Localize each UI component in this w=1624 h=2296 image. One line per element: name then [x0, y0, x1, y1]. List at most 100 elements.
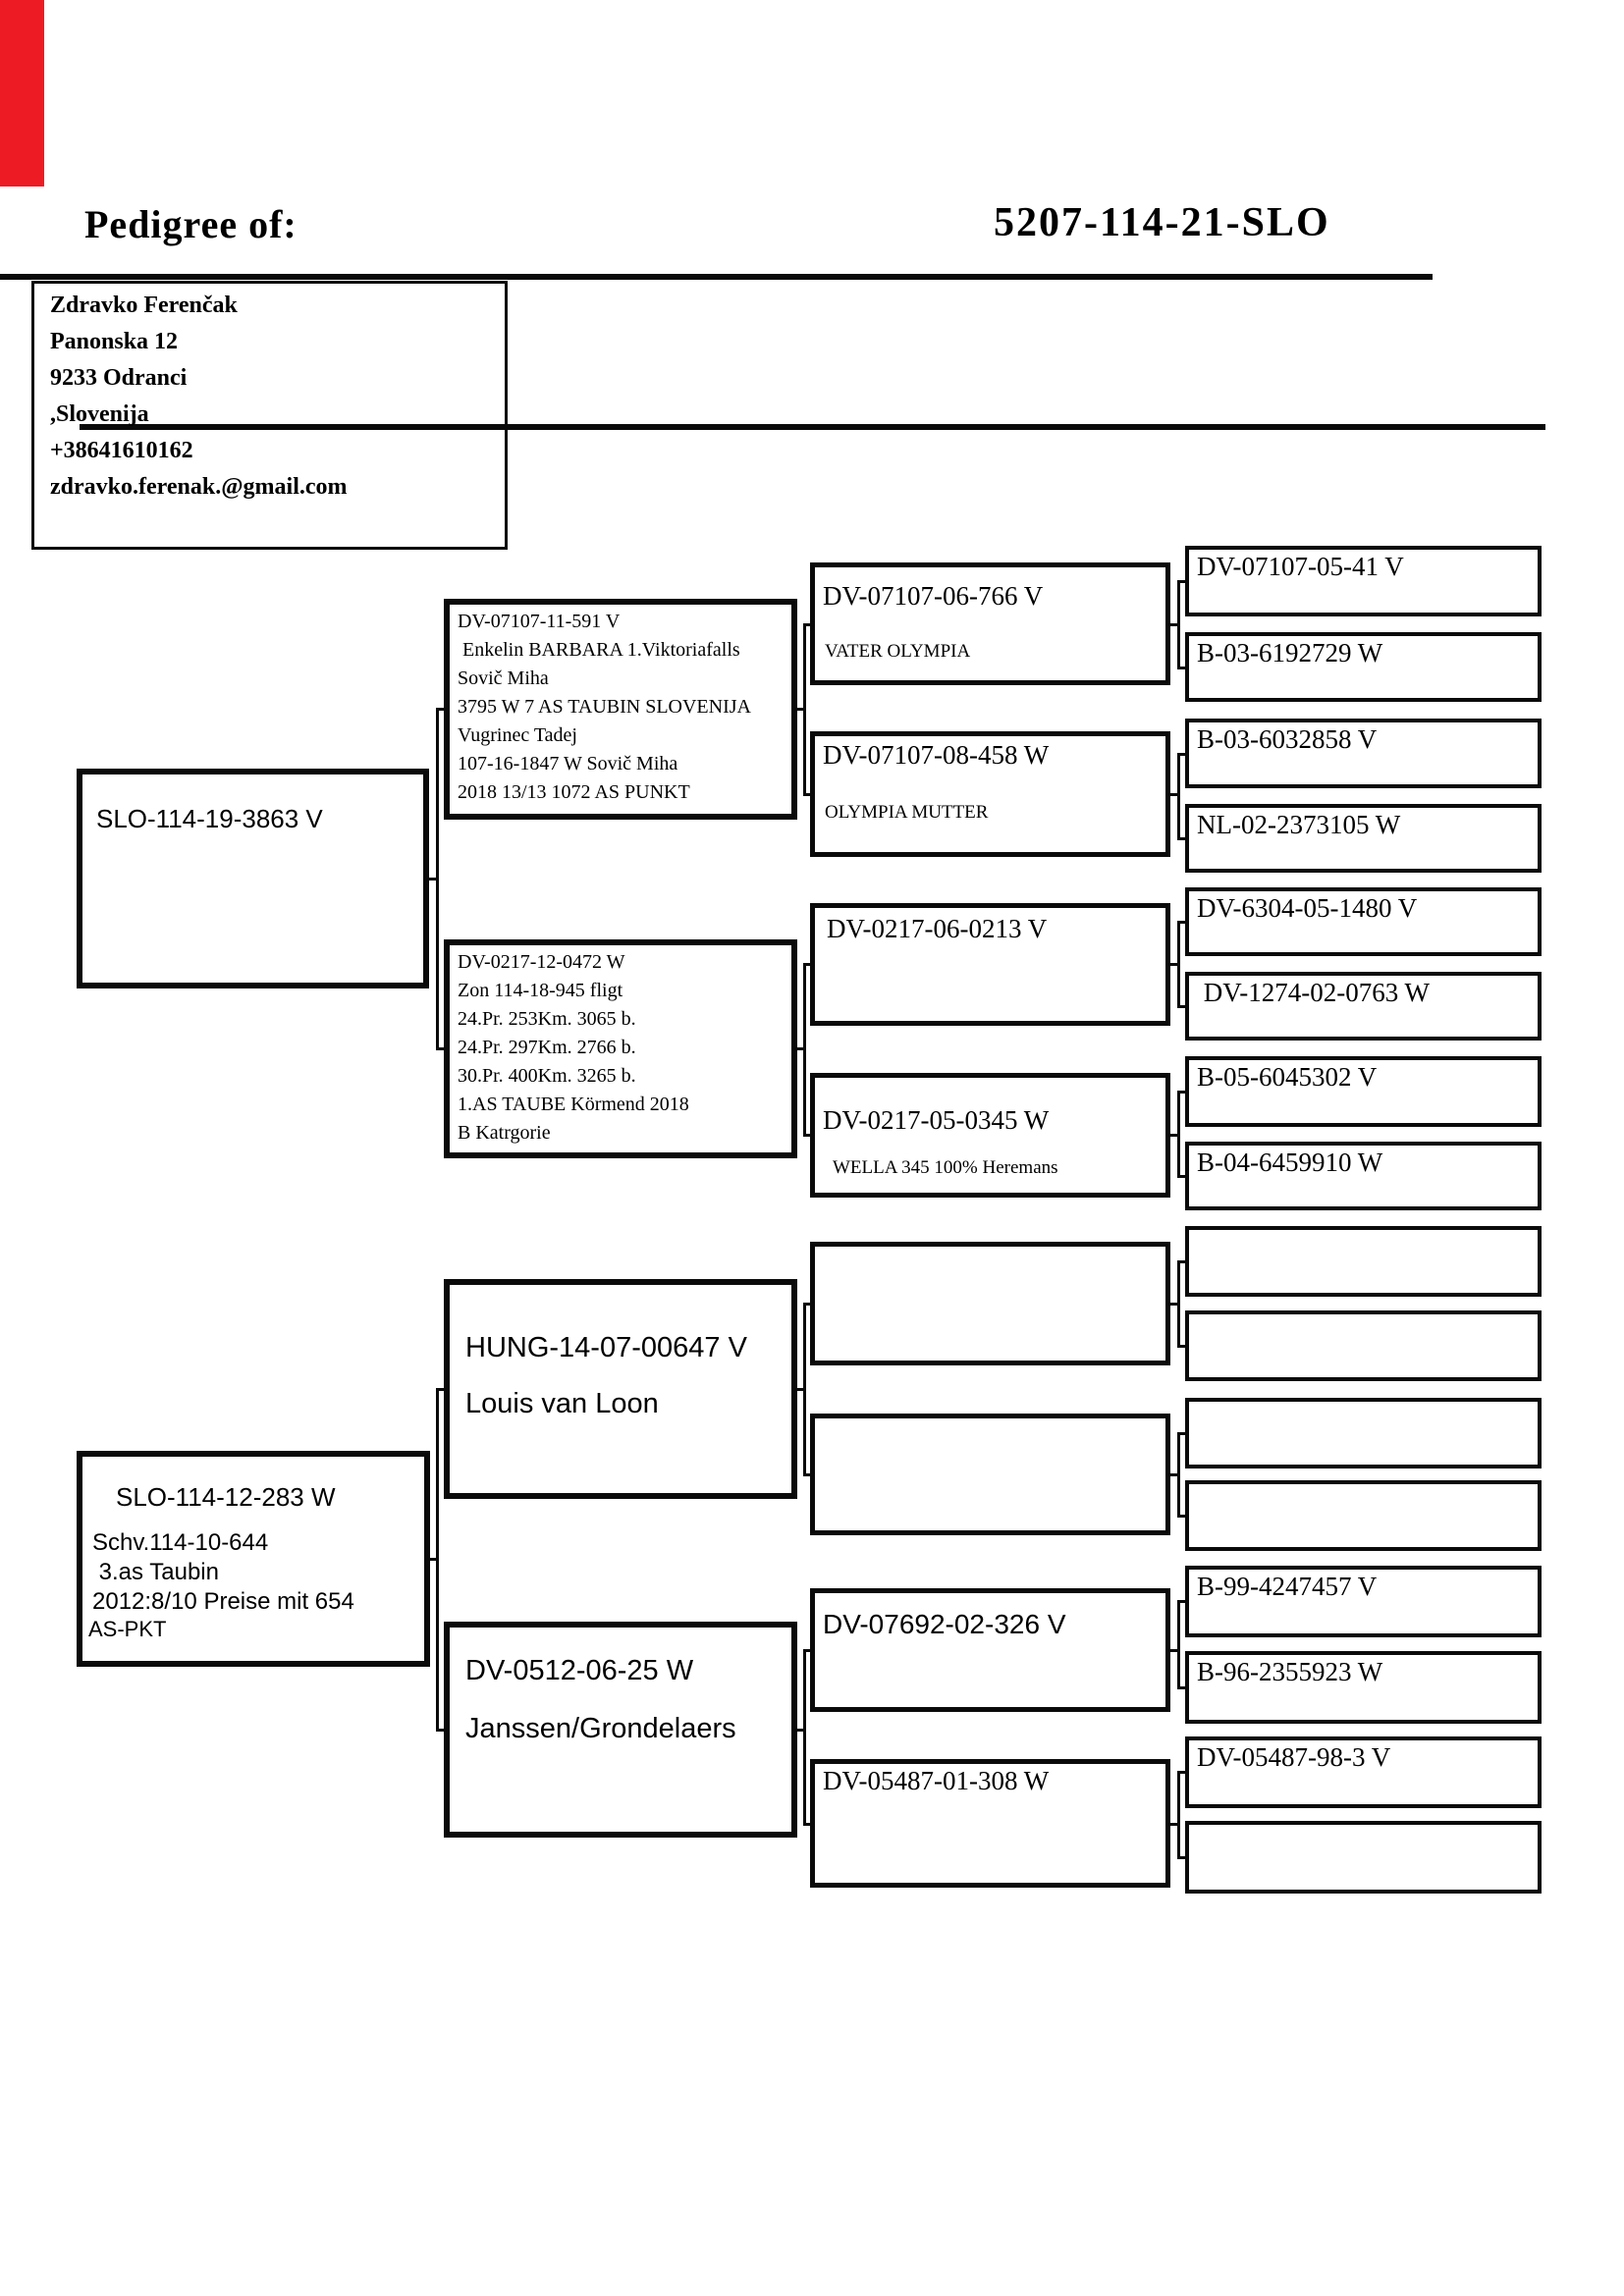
owner-street: Panonska 12	[50, 329, 179, 354]
pedigree-box-dv-07107-06-766: DV-07107-06-766 V VATER OLYMPIA	[810, 562, 1170, 685]
pedigree-box-dv-0217-06-0213: DV-0217-06-0213 V	[810, 903, 1170, 1026]
connector-line	[1170, 793, 1180, 796]
connector-line	[803, 1303, 810, 1306]
pedigree-box-dv-05487-98-3: DV-05487-98-3 V	[1185, 1736, 1542, 1808]
ring-label: B-99-4247457 V	[1197, 1572, 1378, 1601]
connector-line	[1170, 1303, 1180, 1306]
connector-line	[1177, 1771, 1180, 1859]
box-line: Louis van Loon	[465, 1388, 659, 1419]
connector-line	[1177, 1600, 1185, 1603]
connector-line	[803, 1649, 810, 1652]
pedigree-box-dv-0217-05-0345: DV-0217-05-0345 W WELLA 345 100% Hereman…	[810, 1073, 1170, 1198]
ring-label: DV-07107-05-41 V	[1197, 552, 1404, 581]
ring-label: SLO-114-12-283 W	[116, 1482, 336, 1512]
ring-label: NL-02-2373105 W	[1197, 810, 1401, 839]
connector-line	[1170, 1134, 1180, 1137]
subject-ring-number: 5207-114-21-SLO	[994, 200, 1330, 245]
box-line: 2012:8/10 Preise mit 654	[92, 1588, 354, 1615]
box-line: Sovič Miha	[458, 667, 549, 689]
pedigree-box-hung-14-07-00647: HUNG-14-07-00647 V Louis van Loon	[444, 1279, 797, 1499]
connector-line	[1177, 1345, 1185, 1348]
box-line: 107-16-1847 W Sovič Miha	[458, 753, 678, 774]
pedigree-box-dv-07107-08-458: DV-07107-08-458 W OLYMPIA MUTTER	[810, 731, 1170, 857]
box-line: Schv.114-10-644	[92, 1529, 269, 1556]
box-line: Enkelin BARBARA 1.Viktoriafalls	[458, 639, 740, 661]
owner-address-box: Zdravko Ferenčak Panonska 12 9233 Odranc…	[31, 281, 508, 550]
connector-line	[1177, 1515, 1185, 1518]
connector-line	[803, 1134, 810, 1137]
pedigree-box-b-99-4247457: B-99-4247457 V	[1185, 1566, 1542, 1637]
connector-line	[803, 1823, 810, 1826]
ring-label: B-03-6032858 V	[1197, 724, 1378, 754]
connector-line	[797, 1047, 806, 1050]
connector-line	[803, 793, 810, 796]
header-rule	[0, 274, 1433, 280]
box-line: 3795 W 7 AS TAUBIN SLOVENIJA	[458, 696, 751, 718]
pedigree-box-dv-07107-11-591: DV-07107-11-591 V Enkelin BARBARA 1.Vikt…	[444, 599, 797, 820]
pedigree-box-dv-1274-02-0763: DV-1274-02-0763 W	[1185, 972, 1542, 1041]
pedigree-box-nl-02-2373105: NL-02-2373105 W	[1185, 804, 1542, 873]
box-line: 1.AS TAUBE Körmend 2018	[458, 1094, 689, 1115]
owner-country: ,Slovenija	[50, 401, 149, 427]
ring-label: B-05-6045302 V	[1197, 1062, 1378, 1092]
box-line: 3.as Taubin	[92, 1559, 219, 1585]
pedigree-box-b-05-6045302: B-05-6045302 V	[1185, 1056, 1542, 1127]
box-line: 24.Pr. 253Km. 3065 b.	[458, 1008, 636, 1030]
connector-line	[429, 878, 439, 881]
ring-label: DV-07107-08-458 W	[823, 740, 1050, 770]
connector-line	[1177, 921, 1185, 924]
ring-label: SLO-114-19-3863 V	[96, 804, 323, 833]
pedigree-box-b-96-2355923: B-96-2355923 W	[1185, 1651, 1542, 1724]
ring-label: DV-05487-98-3 V	[1197, 1742, 1391, 1772]
box-line: 2018 13/13 1072 AS PUNKT	[458, 781, 690, 803]
ring-label: DV-0217-05-0345 W	[823, 1105, 1050, 1135]
owner-city: 9233 Odranci	[50, 365, 188, 391]
ring-label: B-04-6459910 W	[1197, 1148, 1383, 1177]
connector-line	[1177, 580, 1185, 583]
connector-line	[1170, 1823, 1180, 1826]
connector-line	[429, 1558, 439, 1561]
ring-label: DV-07692-02-326 V	[823, 1609, 1066, 1639]
owner-phone: +38641610162	[50, 438, 193, 463]
pedigree-box-empty-g3-2	[810, 1414, 1170, 1535]
pedigree-box-empty-g4-5	[1185, 1821, 1542, 1894]
pedigree-box-b-03-6032858: B-03-6032858 V	[1185, 719, 1542, 788]
connector-line	[797, 708, 806, 711]
pedigree-box-dv-6304-05-1480: DV-6304-05-1480 V	[1185, 887, 1542, 956]
pedigree-box-dv-0512-06-25: DV-0512-06-25 W Janssen/Grondelaers	[444, 1622, 797, 1838]
pedigree-box-empty-g4-2	[1185, 1310, 1542, 1381]
box-line: Janssen/Grondelaers	[465, 1713, 736, 1744]
red-margin-bar	[0, 0, 44, 187]
connector-line	[797, 1729, 806, 1732]
connector-line	[1170, 963, 1180, 966]
ring-label: DV-6304-05-1480 V	[1197, 893, 1418, 923]
connector-line	[797, 1388, 806, 1391]
box-line: 30.Pr. 400Km. 3265 b.	[458, 1065, 636, 1087]
pedigree-box-b-04-6459910: B-04-6459910 W	[1185, 1142, 1542, 1210]
connector-line	[803, 623, 810, 626]
connector-line	[1177, 1175, 1185, 1178]
ring-label: DV-05487-01-308 W	[823, 1766, 1050, 1795]
pedigree-box-b-03-6192729: B-03-6192729 W	[1185, 632, 1542, 702]
pedigree-box-dv-07107-05-41: DV-07107-05-41 V	[1185, 546, 1542, 616]
ring-label: B-03-6192729 W	[1197, 638, 1383, 667]
connector-line	[1177, 1771, 1185, 1774]
pedigree-box-dv-07692-02-326: DV-07692-02-326 V	[810, 1588, 1170, 1712]
connector-line	[1177, 1856, 1185, 1859]
connector-line	[1177, 667, 1185, 669]
ring-label: DV-0512-06-25 W	[465, 1655, 694, 1686]
ring-label: DV-0217-06-0213 V	[827, 914, 1048, 943]
pedigree-box-empty-g3-1	[810, 1242, 1170, 1365]
ring-label: HUNG-14-07-00647 V	[465, 1332, 747, 1363]
connector-line	[436, 708, 444, 711]
connector-line	[1177, 1091, 1185, 1094]
connector-line	[803, 1473, 810, 1476]
ring-label: DV-07107-11-591 V	[458, 611, 621, 632]
owner-name: Zdravko Ferenčak	[50, 293, 238, 318]
ring-label: DV-1274-02-0763 W	[1197, 978, 1430, 1007]
connector-line	[1170, 1649, 1180, 1652]
box-subtitle: OLYMPIA MUTTER	[825, 802, 989, 823]
connector-line	[1177, 1260, 1185, 1263]
connector-line	[436, 1729, 444, 1732]
